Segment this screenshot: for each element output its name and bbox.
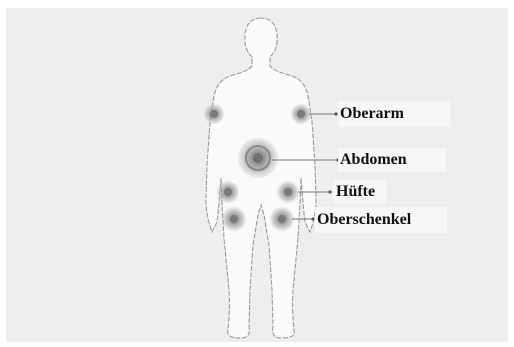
marker-upper-arm-left-core <box>210 110 218 118</box>
marker-thigh-right-core <box>278 215 286 223</box>
marker-hip-left-core <box>224 188 232 196</box>
leader-dot-hip <box>328 190 331 193</box>
label-hip: Hüfte <box>336 184 375 200</box>
label-abdomen: Abdomen <box>340 152 407 168</box>
marker-abdomen-core <box>253 153 263 163</box>
human-figure <box>206 18 316 338</box>
marker-upper-arm-right-core <box>297 110 305 118</box>
label-upper-arm: Oberarm <box>340 106 404 122</box>
marker-hip-right-core <box>284 188 292 196</box>
label-thigh: Oberschenkel <box>317 212 411 228</box>
marker-thigh-left-core <box>230 215 238 223</box>
